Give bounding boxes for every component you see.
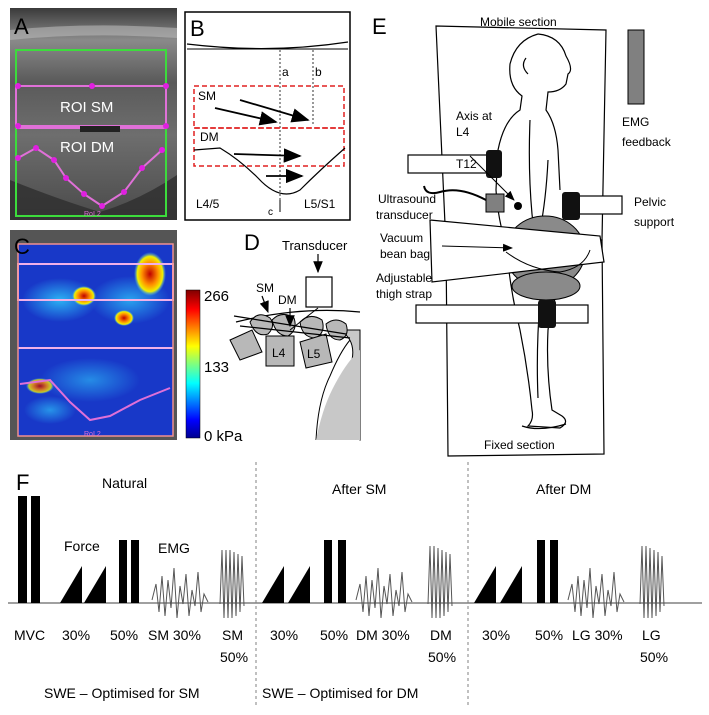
label-mvc: MVC [14,627,45,643]
thigh-strap-buckle [538,300,556,328]
roi-sm-label: ROI SM [60,99,113,116]
panel-label-f: F [16,470,29,495]
roi-frame-green [15,49,167,217]
t12-label: T12 [456,157,477,171]
scale-mid-label: 133 [204,359,229,376]
label-dm50-1: DM [430,627,452,643]
label-lg50-2: 50% [640,649,668,665]
label-d50: 50% [535,627,563,643]
label-s50: 50% [320,627,348,643]
panel-label-b: B [190,16,205,41]
t12-buckle [486,150,502,178]
ultrasound-line2: transducer [376,208,433,222]
force-bars [18,496,558,603]
axis-line2: L4 [456,125,470,139]
line-b-label: b [315,65,322,79]
fixed-section-label: Fixed section [484,438,555,452]
thigh-strap-bar [415,304,589,324]
thigh-strap-band [429,219,605,283]
label-lg30: LG 30% [572,627,623,643]
emg-feedback-line2: feedback [622,135,672,149]
panel-e: E Mobile section Fixed section EMG feedb… [372,14,675,457]
label-lg50-1: LG [642,627,661,643]
label-dm30: DM 30% [356,627,410,643]
emg-feedback-line1: EMG [622,115,649,129]
vertebra-l3 [229,329,263,361]
level-l45: L4/5 [196,197,220,211]
label-d30: 30% [482,627,510,643]
dm-roi-dashed [193,127,345,167]
color-scale-bar [185,289,201,439]
transducer-box [305,276,333,308]
label-sm50-1: SM [222,627,243,643]
label-s30: 30% [270,627,298,643]
line-c-label: c [268,207,273,218]
panel-label-d: D [244,230,260,255]
scale-min-label: 0 kPa [204,428,243,445]
dm-label-b: DM [200,130,219,144]
mobile-section-label: Mobile section [480,15,557,29]
panel-b: B a b SM DM L4/5 c L5/S1 [184,11,351,221]
dm-label-d: DM [278,293,297,307]
section-after-sm: After SM [332,481,386,497]
vertebra-l4 [265,335,295,367]
sm-arrow-1 [214,107,278,126]
level-l5s1: L5/S1 [304,197,336,211]
swe-dm-label: SWE – Optimised for DM [262,685,418,701]
thigh-line1: Adjustable [376,271,432,285]
emg-label: EMG [158,540,190,556]
ultrasound-image [10,8,177,220]
section-natural: Natural [102,475,147,491]
panel-a: A ROI SM ROI DM RoI 2 [10,8,177,220]
l5-label: L5 [307,347,321,361]
force-label: Force [64,538,100,554]
label-sm50-2: 50% [220,649,248,665]
emg-feedback-bar [627,29,645,105]
panel-b-frame [184,11,351,221]
vacuum-line2: bean bag [380,247,430,261]
panel-label-a: A [14,14,29,39]
emg-traces [151,545,665,619]
panel-d: D Transducer SM DM L4 L5 [229,230,361,441]
sm-label-b: SM [198,89,216,103]
panel-f: F Natural After SM After DM Force EMG [8,462,702,708]
pelvic-support-block [562,192,580,220]
ultrasound-line1: Ultrasound [378,192,436,206]
roi-tag-a: RoI 2 [84,211,101,218]
label-dm50-2: 50% [428,649,456,665]
roi-dm-label: ROI DM [60,139,114,156]
pelvic-support-pad [577,195,623,215]
label-sm30: SM 30% [148,627,201,643]
ultrasound-transducer [485,193,505,213]
vacuum-line1: Vacuum [380,231,423,245]
pelvic-line1: Pelvic [634,195,666,209]
panel-label-e: E [372,14,387,39]
scale-max-label: 266 [204,288,229,305]
beam-line-2 [239,325,351,339]
dm-arrow-1 [233,148,302,163]
roi-markers [15,83,169,209]
roi-tag-c: RoI 2 [84,431,101,438]
label-n30: 30% [62,627,90,643]
sm-arrow-2 [239,99,310,123]
axis-l4-dot [514,202,522,210]
pelvic-line2: support [634,215,675,229]
section-after-dm: After DM [536,481,591,497]
panel-c: C RoI 2 266 133 0 kPa [10,230,243,445]
line-a-label: a [282,65,289,79]
l4-label: L4 [272,346,286,360]
panel-label-c: C [14,234,30,259]
transducer-label: Transducer [282,238,348,253]
swe-sm-label: SWE – Optimised for SM [44,685,200,701]
axis-line1: Axis at [456,109,493,123]
sm-label-d: SM [256,281,274,295]
thigh-line2: thigh strap [376,287,432,301]
label-n50: 50% [110,627,138,643]
vertebra-l5 [299,333,333,369]
